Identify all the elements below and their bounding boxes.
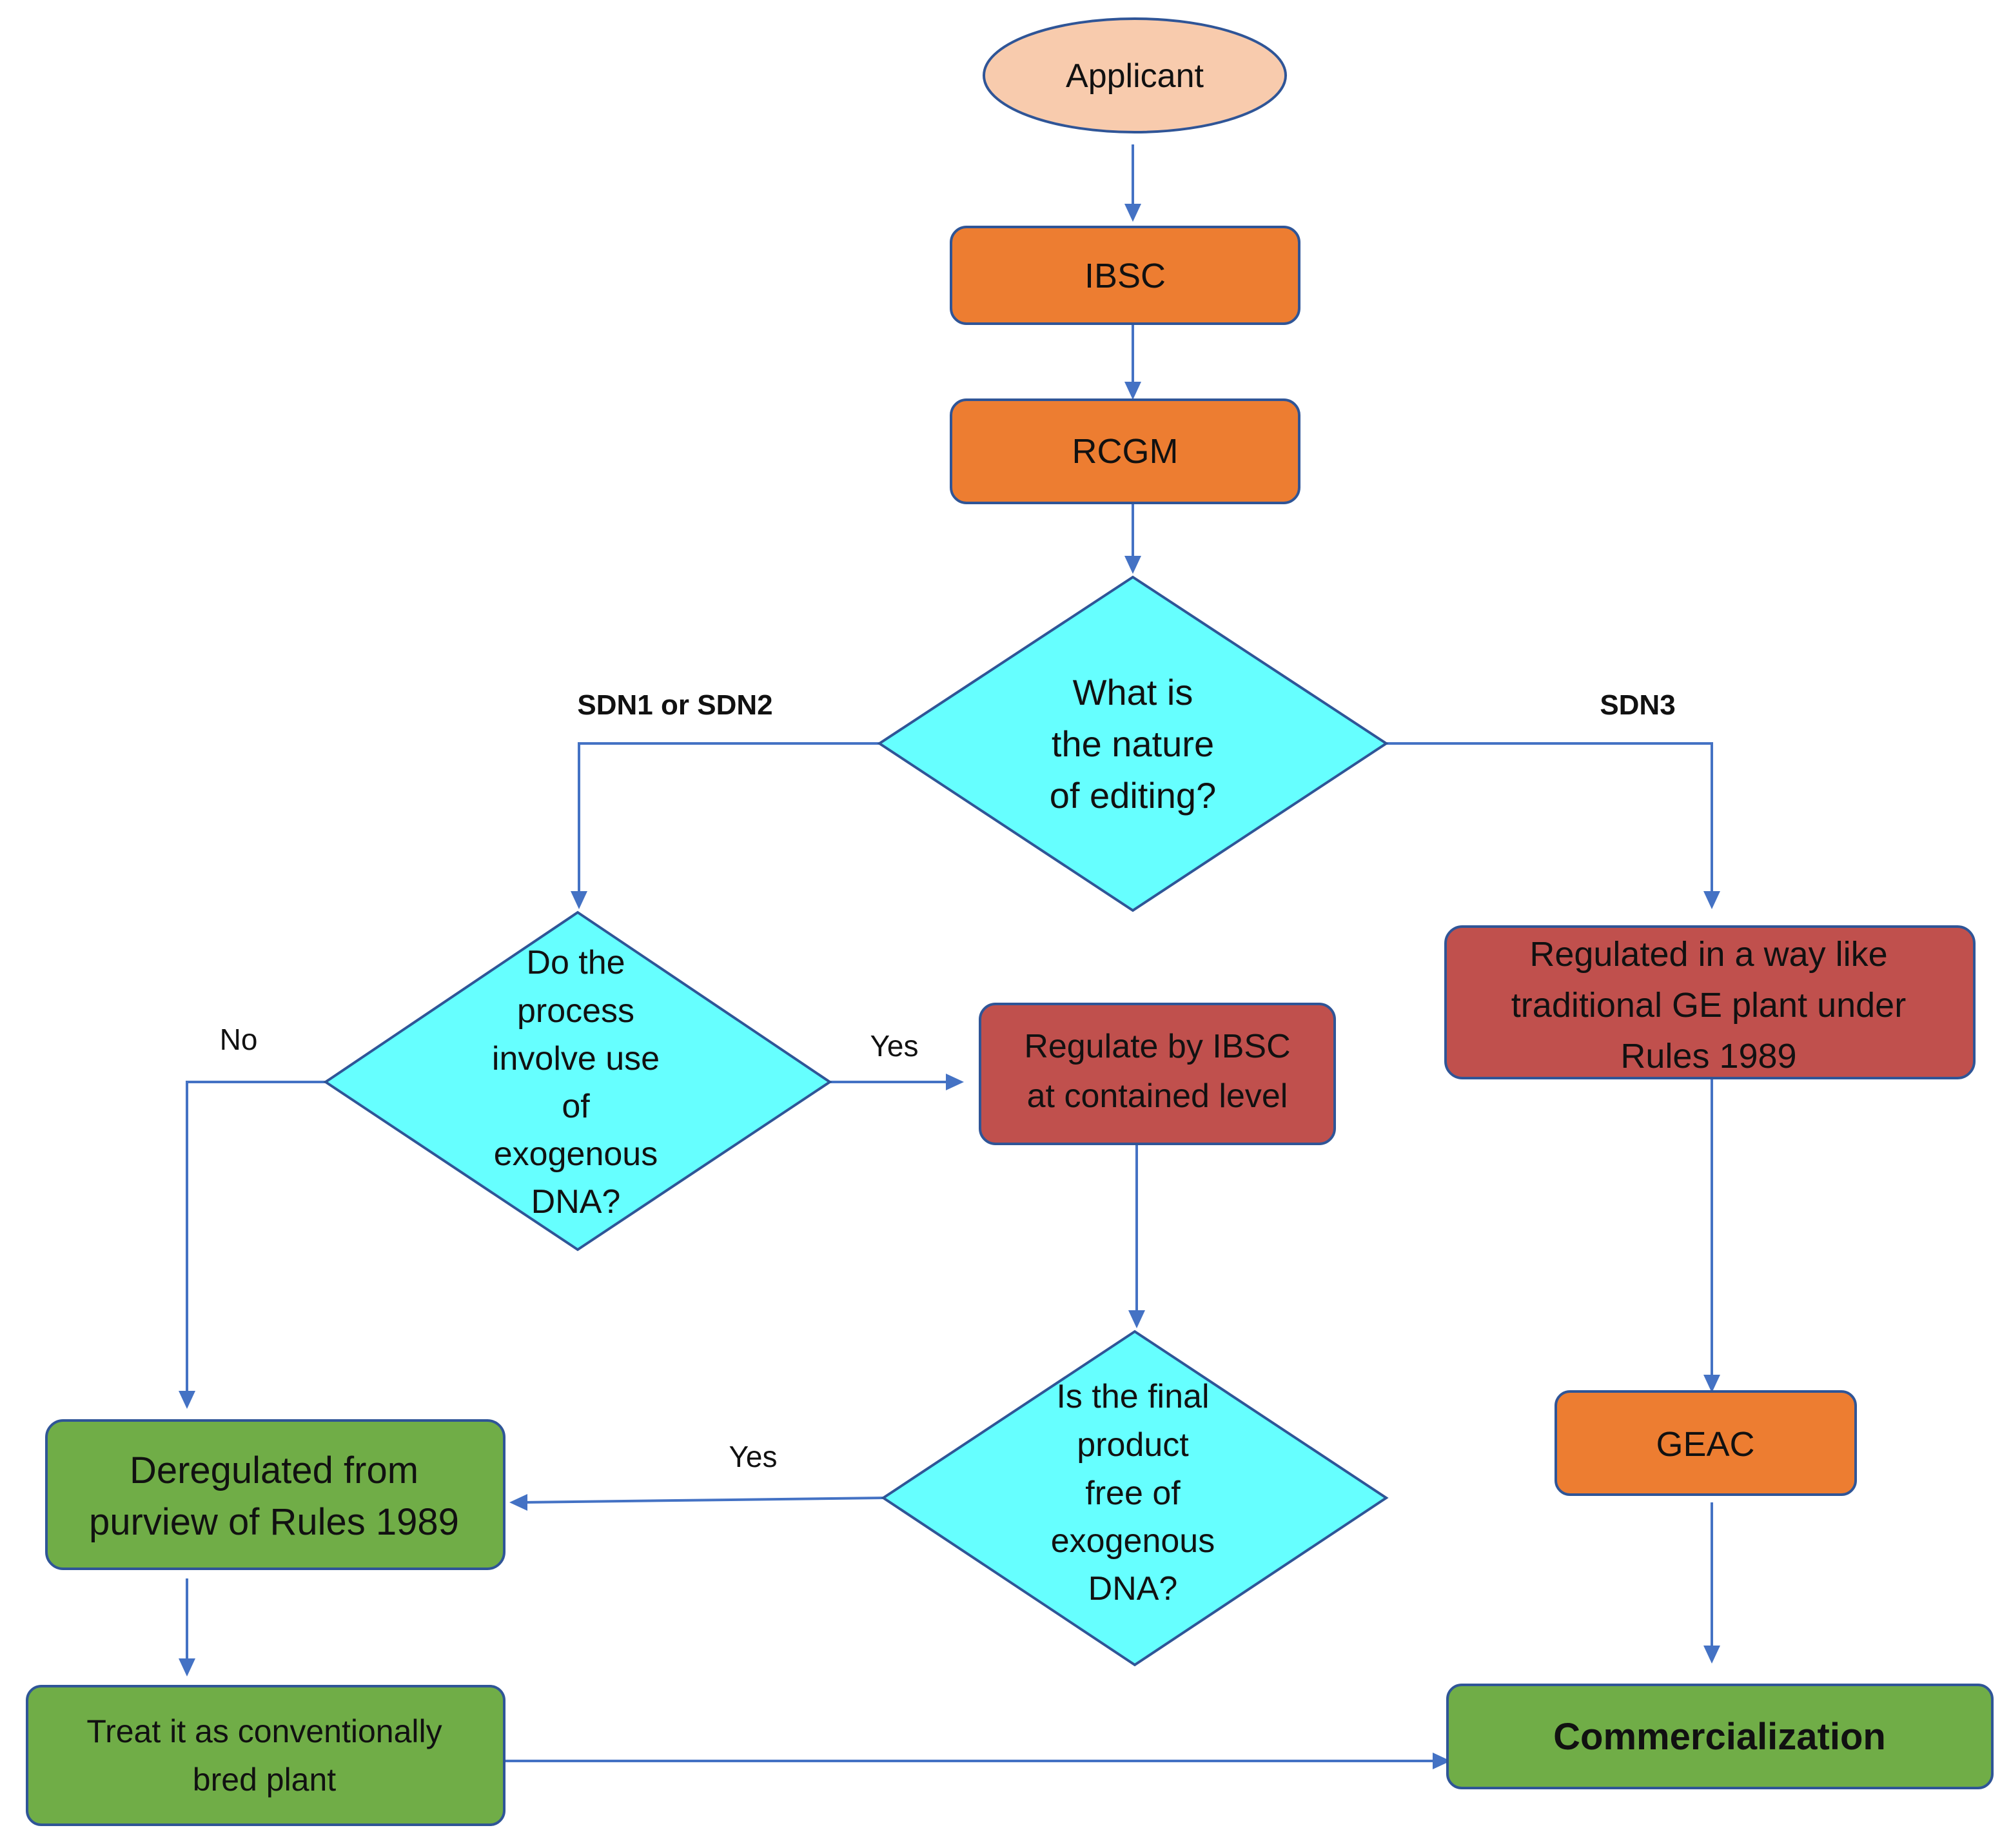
- commercialization-shape: [1446, 1684, 1994, 1789]
- edge-label-sdn1-sdn2: SDN1 or SDN2: [577, 689, 772, 721]
- treat-conventional-line-2: bred plant: [193, 1762, 336, 1798]
- node-deregulated: Deregulated from purview of Rules 1989: [45, 1419, 505, 1570]
- final-product-decision-line-4: exogenous: [1051, 1522, 1215, 1560]
- deregulated-shape: [45, 1419, 505, 1570]
- ibsc-label: IBSC: [1084, 257, 1166, 295]
- node-regulate-ibsc: Regulate by IBSC at contained level: [979, 1003, 1336, 1145]
- node-regulated-traditional: Regulated in a way like traditional GE p…: [1444, 925, 1976, 1079]
- node-nature-decision: What is the nature of editing?: [877, 575, 1389, 912]
- nature-decision-line-1: What is: [1073, 672, 1193, 713]
- arrowhead-nature-left: [571, 891, 587, 909]
- node-exogenous-decision: Do the process involve use of exogenous …: [323, 910, 832, 1252]
- arrowhead-final-yes: [509, 1494, 527, 1511]
- regulate-ibsc-line-1: Regulate by IBSC: [1024, 1028, 1290, 1065]
- edge-label-yes-final: Yes: [729, 1440, 777, 1473]
- node-commercialization: Commercialization: [1446, 1684, 1994, 1789]
- rcgm-shape: [950, 398, 1300, 504]
- nature-decision-line-2: the nature: [1052, 723, 1214, 764]
- edge-nature-right: [1386, 742, 1713, 896]
- regulated-traditional-shape: [1444, 925, 1976, 1079]
- final-product-decision-line-2: product: [1077, 1426, 1189, 1464]
- final-product-decision-line-1: Is the final: [1056, 1378, 1209, 1415]
- exogenous-decision-line-5: exogenous: [494, 1135, 658, 1173]
- treat-conventional-line-1: Treat it as conventionally: [86, 1713, 442, 1749]
- arrowhead-regulate-final: [1128, 1310, 1145, 1328]
- arrowhead-ibsc-rcgm: [1124, 382, 1141, 400]
- edge-nature-left: [578, 742, 879, 896]
- node-final-product-decision: Is the final product free of exogenous D…: [881, 1330, 1389, 1667]
- exogenous-decision-line-4: of: [562, 1088, 590, 1125]
- regulated-traditional-line-3: Rules 1989: [1620, 1037, 1796, 1076]
- arrowhead-exogenous-yes: [946, 1074, 964, 1090]
- arrowhead-geac-commercialization: [1703, 1646, 1720, 1664]
- exogenous-decision-line-3: involve use: [492, 1040, 660, 1077]
- arrowhead-deregulated-treat: [179, 1658, 195, 1676]
- exogenous-decision-line-1: Do the: [526, 944, 625, 981]
- regulate-ibsc-line-2: at contained level: [1027, 1077, 1288, 1115]
- nature-decision-shape: [877, 575, 1389, 912]
- commercialization-label: Commercialization: [1553, 1716, 1886, 1758]
- regulated-traditional-line-2: traditional GE plant under: [1511, 986, 1906, 1025]
- node-geac: GEAC: [1555, 1390, 1857, 1496]
- final-product-decision-line-3: free of: [1085, 1475, 1181, 1512]
- edge-label-sdn3: SDN3: [1600, 689, 1675, 721]
- exogenous-decision-line-6: DNA?: [531, 1183, 621, 1221]
- arrowhead-traditional-geac: [1703, 1375, 1720, 1393]
- node-treat-conventional: Treat it as conventionally bred plant: [26, 1685, 505, 1826]
- arrowhead-rcgm-nature: [1124, 556, 1141, 574]
- nature-decision-line-3: of editing?: [1050, 775, 1216, 816]
- node-rcgm: RCGM: [950, 398, 1300, 504]
- arrowhead-applicant-ibsc: [1124, 204, 1141, 222]
- edge-final-yes: [522, 1497, 884, 1504]
- edge-label-no: No: [220, 1023, 258, 1056]
- regulated-traditional-line-1: Regulated in a way like: [1529, 935, 1887, 974]
- applicant-label: Applicant: [1066, 57, 1204, 95]
- geac-shape: [1555, 1390, 1857, 1496]
- node-applicant: Applicant: [983, 17, 1287, 133]
- arrowhead-treat-commercialization: [1433, 1753, 1451, 1769]
- treat-conventional-shape: [26, 1685, 505, 1826]
- arrowhead-exogenous-no: [179, 1391, 195, 1409]
- connectors: [179, 144, 1720, 1769]
- deregulated-line-1: Deregulated from: [130, 1450, 418, 1491]
- deregulated-line-2: purview of Rules 1989: [89, 1501, 459, 1543]
- regulate-ibsc-shape: [979, 1003, 1336, 1145]
- node-ibsc: IBSC: [950, 226, 1300, 325]
- exogenous-decision-line-2: process: [517, 992, 634, 1030]
- geac-label: GEAC: [1656, 1425, 1754, 1464]
- arrowhead-nature-right: [1703, 891, 1720, 909]
- ibsc-shape: [950, 226, 1300, 325]
- exogenous-decision-shape: [323, 910, 832, 1252]
- final-product-decision-shape: [881, 1330, 1389, 1667]
- edge-exogenous-no: [186, 1081, 326, 1396]
- final-product-decision-line-5: DNA?: [1088, 1570, 1178, 1607]
- rcgm-label: RCGM: [1072, 432, 1179, 471]
- edge-label-yes-exogenous: Yes: [870, 1029, 918, 1063]
- applicant-shape: [983, 17, 1287, 133]
